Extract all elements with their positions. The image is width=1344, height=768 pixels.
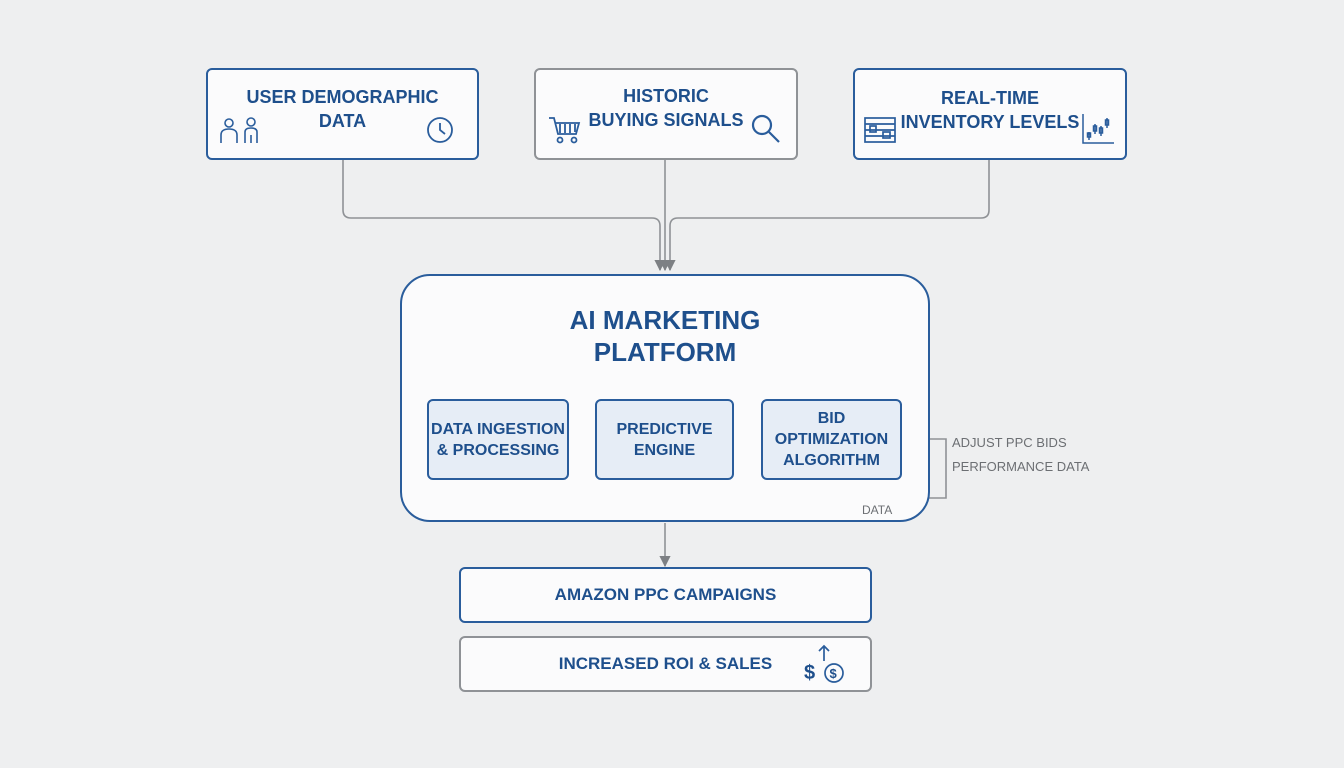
inventory-line1: REAL-TIME xyxy=(941,88,1039,108)
platform-title: AI MARKETING PLATFORM xyxy=(400,304,930,368)
ingestion-line1: DATA INGESTION xyxy=(431,420,565,438)
connector-demographic xyxy=(342,160,666,272)
bid-line2: OPTIMIZATION xyxy=(774,431,889,448)
input-historic-buying-signals: HISTORIC BUYING SIGNALS xyxy=(534,68,798,160)
people-icon xyxy=(220,117,258,143)
adjust-bids-label: ADJUST PPC BIDS xyxy=(952,435,1067,450)
bid-line1: BID xyxy=(817,410,846,427)
bid-line3: ALGORITHM xyxy=(783,452,880,469)
svg-text:$: $ xyxy=(830,666,838,681)
predictive-line2: ENGINE xyxy=(633,441,696,459)
performance-data-label: PERFORMANCE DATA xyxy=(952,459,1090,474)
module-data-ingestion: DATA INGESTION & PROCESSING xyxy=(427,399,569,480)
demographic-line1: USER DEMOGRAPHIC xyxy=(246,87,439,107)
output-amazon-ppc-campaigns: AMAZON PPC CAMPAIGNS xyxy=(459,567,872,623)
historic-line1: HISTORIC xyxy=(623,86,709,106)
magnifier-icon xyxy=(751,114,780,143)
input-real-time-inventory: REAL-TIME INVENTORY LEVELS xyxy=(853,68,1127,160)
dollar-growth-icon: $ $ xyxy=(804,644,844,684)
shopping-cart-icon xyxy=(549,117,581,144)
campaigns-label: AMAZON PPC CAMPAIGNS xyxy=(554,585,777,604)
stock-chart-icon xyxy=(1082,114,1114,144)
platform-title-line2: PLATFORM xyxy=(593,337,737,367)
roi-label: INCREASED ROI & SALES xyxy=(558,654,773,673)
data-label: DATA xyxy=(862,503,893,517)
module-predictive-engine: PREDICTIVE ENGINE xyxy=(595,399,734,480)
platform-title-line1: AI MARKETING xyxy=(569,305,761,335)
inventory-line2: INVENTORY LEVELS xyxy=(900,112,1080,132)
clock-icon xyxy=(427,117,453,143)
module-bid-optimization: BID OPTIMIZATION ALGORITHM xyxy=(761,399,902,480)
output-increased-roi: INCREASED ROI & SALES xyxy=(459,636,872,692)
warehouse-icon xyxy=(864,117,896,143)
demographic-line2: DATA xyxy=(318,111,367,131)
historic-line2: BUYING SIGNALS xyxy=(588,110,744,130)
ingestion-line2: & PROCESSING xyxy=(436,441,560,459)
predictive-line1: PREDICTIVE xyxy=(616,420,713,438)
connector-inventory xyxy=(664,160,990,272)
svg-text:$: $ xyxy=(804,662,815,684)
ai-marketing-platform xyxy=(400,274,930,522)
input-user-demographic: USER DEMOGRAPHIC DATA xyxy=(206,68,479,160)
